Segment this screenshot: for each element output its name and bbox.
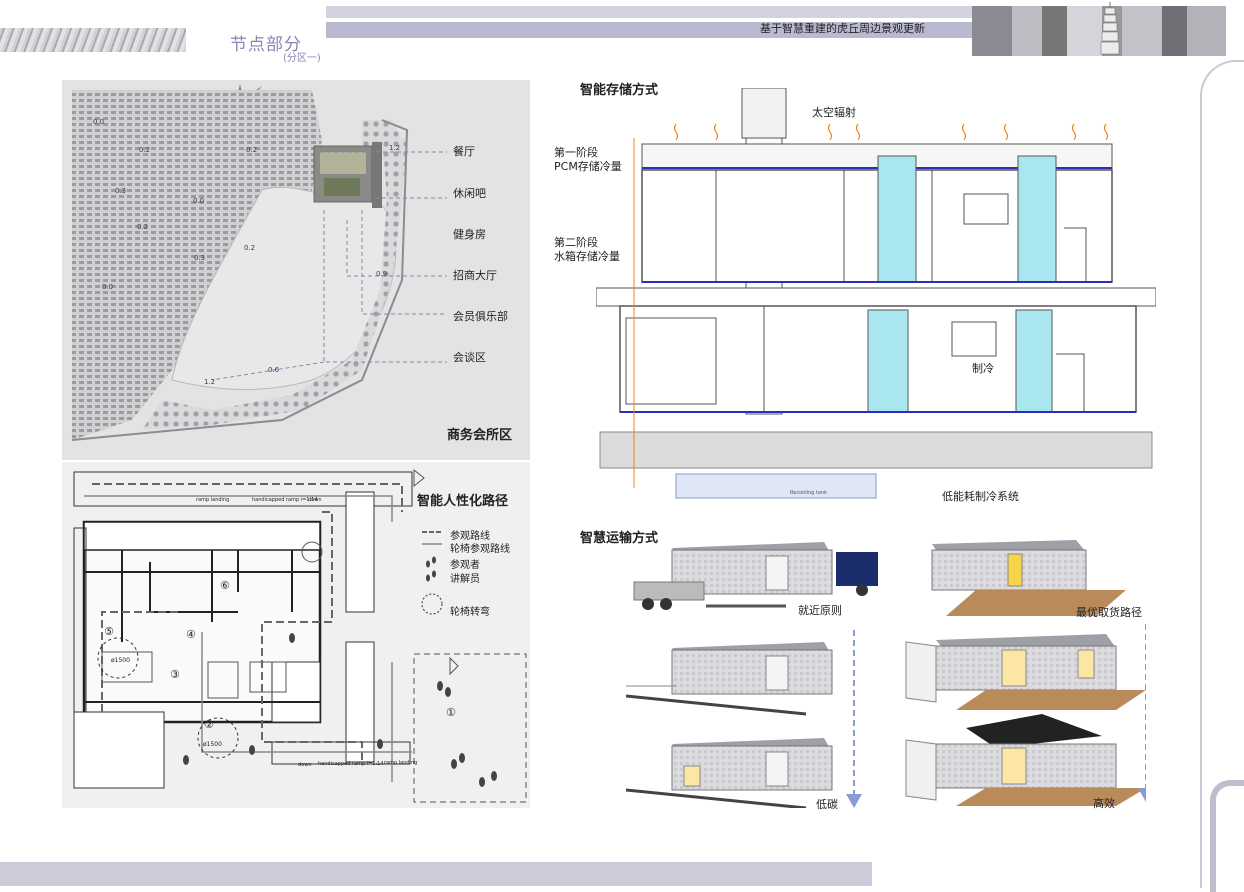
page-frame-corner [1210, 780, 1244, 892]
turning-circle-label: ø1500 [111, 657, 130, 664]
room-number: ② [204, 718, 214, 731]
legend-route: 参观路线 [450, 531, 490, 542]
floor-plan-title: 智能人性化路径 [417, 494, 509, 509]
pagoda-icon [1100, 2, 1120, 55]
module-low-carbon [626, 738, 833, 808]
elevation-label: 0.0 [102, 283, 114, 291]
module-deck [931, 540, 1126, 616]
down-label: down [308, 497, 322, 503]
label-meeting-area: 会谈区 [453, 351, 486, 364]
label-business-hall: 招商大厅 [453, 269, 497, 282]
room-number: ① [446, 706, 456, 719]
caption-efficient: 高效 [1093, 797, 1115, 810]
tank-label: Recooling tank [790, 490, 827, 496]
header-bar [326, 6, 972, 38]
section-subtitle: (分区一) [283, 53, 321, 64]
elevation-label: 1.2 [389, 144, 401, 152]
space-radiation-label: 太空辐射 [812, 106, 856, 119]
module-efficient [905, 714, 1146, 806]
system-label: 低能耗制冷系统 [942, 490, 1019, 503]
transport-title: 智慧运输方式 [580, 531, 659, 546]
label-lounge-bar: 休闲吧 [453, 187, 486, 200]
elevation-label: 0.3 [194, 254, 206, 262]
ramp-landing-label: ramp landing [196, 497, 230, 503]
cooling-label: 制冷 [972, 362, 994, 375]
elevation-label: 0.0 [93, 118, 105, 126]
site-plan-drawing [71, 84, 447, 441]
elevation-label: 0.2 [139, 146, 151, 154]
legend-wheelchair-route: 轮椅参观路线 [450, 544, 510, 555]
down-label: down [298, 762, 312, 768]
elevation-label: 0.2 [244, 244, 256, 252]
transport-illustrations [626, 540, 1146, 808]
label-restaurant: 餐厅 [453, 145, 475, 158]
stage2-label: 第二阶段 [554, 236, 598, 249]
elevation-label: 0.9 [376, 270, 388, 278]
storage-title: 智能存储方式 [580, 83, 659, 98]
header-title: 基于智慧重建的虎丘周边景观更新 [760, 22, 925, 35]
legend-visitor: 参观者 [450, 560, 480, 571]
page-frame-right [1200, 60, 1244, 888]
room-number: ④ [186, 628, 196, 641]
module-rail [626, 642, 833, 716]
elevation-label: 0.2 [137, 223, 149, 231]
elevation-label: 0.3 [115, 187, 127, 195]
section-title: 节点部分 [230, 35, 302, 55]
turning-circle-label: ø1500 [203, 741, 222, 748]
handicapped-ramp-label: handicapped ramp i=1:14 [252, 497, 318, 503]
label-gym: 健身房 [453, 228, 486, 241]
elevation-label: 0.6 [268, 366, 280, 374]
caption-nearby-principle: 就近原则 [798, 604, 842, 617]
label-member-club: 会员俱乐部 [453, 310, 508, 323]
stage1-desc: PCM存储冷量 [554, 160, 622, 173]
floor-plan-drawing [73, 468, 527, 803]
zone-title: 商务会所区 [447, 428, 513, 443]
legend-symbols [421, 531, 443, 615]
elevation-label: 0.0 [193, 197, 205, 205]
room-number: ③ [170, 668, 180, 681]
legend-guide: 讲解员 [450, 574, 480, 585]
handicapped-ramp-label: handicapped ramp i=1:14 [318, 761, 384, 767]
stage1-label: 第一阶段 [554, 146, 598, 159]
module-truck [633, 542, 878, 610]
room-number: ⑤ [104, 625, 114, 638]
ramp-landing-label: ramp landing [384, 760, 418, 766]
header-photo-collage [972, 6, 1226, 56]
caption-optimal-route: 最优取货路径 [1076, 606, 1142, 619]
caption-low-carbon: 低碳 [816, 798, 838, 811]
elevation-label: 0.2 [246, 146, 258, 154]
footer-bar [0, 858, 872, 886]
elevation-label: 1.2 [204, 378, 216, 386]
stage2-desc: 水箱存储冷量 [554, 250, 620, 263]
header-texture-left [0, 28, 186, 52]
legend-wheelchair-turn: 轮椅转弯 [450, 607, 490, 618]
section-drawing [596, 88, 1156, 499]
module-open [905, 634, 1146, 710]
room-number: ⑥ [220, 579, 230, 592]
